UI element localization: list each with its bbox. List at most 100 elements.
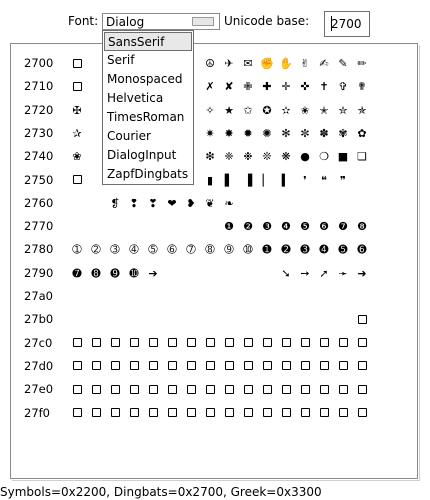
missing-glyph-box [110,384,120,394]
glyph-grid-panel: 2700☮✈✉✊✋✌✍✎✏2710✗✘✙✚✛✜✝✞✟2720✠✧★✩✪✫✬✭✮✯… [10,43,418,479]
glyph-cell [335,334,351,354]
toolbar: Font: Dialog Unicode base: [0,0,430,40]
glyph-cell [164,357,180,377]
glyph-cell: ❧ [224,196,234,210]
font-menu-item[interactable]: Monospaced [107,72,183,86]
glyph-row: 27b0 [11,309,419,332]
missing-glyph-box [129,338,139,348]
glyph-cell [278,380,294,400]
missing-glyph-box [205,361,215,371]
missing-glyph-box [148,338,158,348]
glyph-cell: ✾ [338,126,348,140]
glyph-row: 27d0 [11,356,419,379]
font-menu-item[interactable]: TimesRoman [107,110,185,124]
row-label: 2700 [24,56,54,70]
glyph-cell [297,404,313,424]
glyph-cell: ✜ [300,80,310,94]
glyph-cell: ✷ [205,126,215,140]
glyph-cell: ➑ [91,266,101,280]
glyph-cell: ❍ [319,150,329,164]
glyph-cell [164,380,180,400]
missing-glyph-box [148,408,158,417]
font-menu-item[interactable]: Helvetica [107,91,164,105]
row-label: 27b0 [24,312,54,327]
glyph-cell: ▐ [243,173,253,187]
missing-glyph-box [262,361,272,371]
glyph-row: 2720✠✧★✩✪✫✬✭✮✯ [11,100,419,123]
font-menu-item[interactable]: Serif [107,53,135,67]
glyph-cell: ✟ [357,80,367,94]
glyph-cell: ✯ [357,103,367,117]
font-menu-item[interactable]: SansSerif [104,32,192,51]
glyph-cell [259,334,275,354]
row-label: 2790 [24,265,54,280]
glyph-cell [126,357,142,377]
glyph-cell: ▍ [281,173,291,187]
missing-glyph-box [72,384,82,394]
glyph-cell [240,334,256,354]
missing-glyph-box [205,408,215,417]
glyph-cell [88,380,104,400]
glyph-cell: ✺ [262,126,272,140]
glyph-cell [88,357,104,377]
missing-glyph-box [186,384,196,394]
glyph-cell: ❣ [148,196,158,210]
glyph-cell: ✽ [319,126,329,140]
missing-glyph-box [319,338,329,348]
glyph-cell [164,404,180,424]
glyph-cell [69,171,85,191]
glyph-cell [278,404,294,424]
font-menu-item[interactable]: DialogInput [107,148,177,162]
glyph-row: 2760❡❢❣❤❥❦❧ [11,193,419,216]
glyph-cell: ✿ [357,126,367,140]
glyph-cell: ❊ [262,150,272,164]
missing-glyph-box [243,361,253,371]
glyph-cell: ➉ [243,243,253,257]
missing-glyph-box [205,338,215,348]
glyph-cell: ● [300,150,310,164]
glyph-cell: ✠ [72,103,82,117]
glyph-cell: ☮ [205,57,215,70]
missing-glyph-box [72,408,82,417]
dropdown-arrow-button[interactable] [192,17,214,26]
glyph-cell [202,380,218,400]
glyph-cell [278,334,294,354]
missing-glyph-box [319,361,329,371]
glyph-cell [259,380,275,400]
glyph-cell: ❉ [243,150,253,164]
glyph-cell: ➀ [72,243,82,257]
missing-glyph-box [338,338,348,348]
font-combo-box[interactable]: Dialog [102,13,220,30]
glyph-cell [126,404,142,424]
glyph-cell: ✋ [279,57,293,70]
glyph-cell: ✫ [281,103,291,117]
glyph-cell [202,334,218,354]
font-menu-item[interactable]: ZapfDingbats [107,167,189,181]
missing-glyph-box [148,384,158,394]
glyph-cell: ➜ [357,266,367,280]
font-menu-item[interactable]: Courier [107,129,151,143]
glyph-cell [278,357,294,377]
glyph-cell: ★ [224,103,234,117]
missing-glyph-box [167,338,177,348]
missing-glyph-box [91,361,101,371]
glyph-cell [221,380,237,400]
missing-glyph-box [167,361,177,371]
glyph-cell: ✝ [319,80,329,94]
glyph-cell: ✼ [300,126,310,140]
glyph-cell: ➌ [300,243,310,257]
glyph-cell [107,334,123,354]
glyph-row: 27c0 [11,333,419,356]
glyph-cell: ✮ [338,103,348,117]
glyph-cell: ✗ [205,80,215,94]
glyph-cell: ▮ [206,173,214,187]
glyph-cell: ▌ [224,173,234,187]
glyph-cell: ❡ [110,196,120,210]
glyph-cell: ❢ [129,196,139,210]
glyph-cell: ✙ [243,80,253,94]
font-combo-value: Dialog [106,15,145,29]
unicode-base-input[interactable] [324,11,370,37]
